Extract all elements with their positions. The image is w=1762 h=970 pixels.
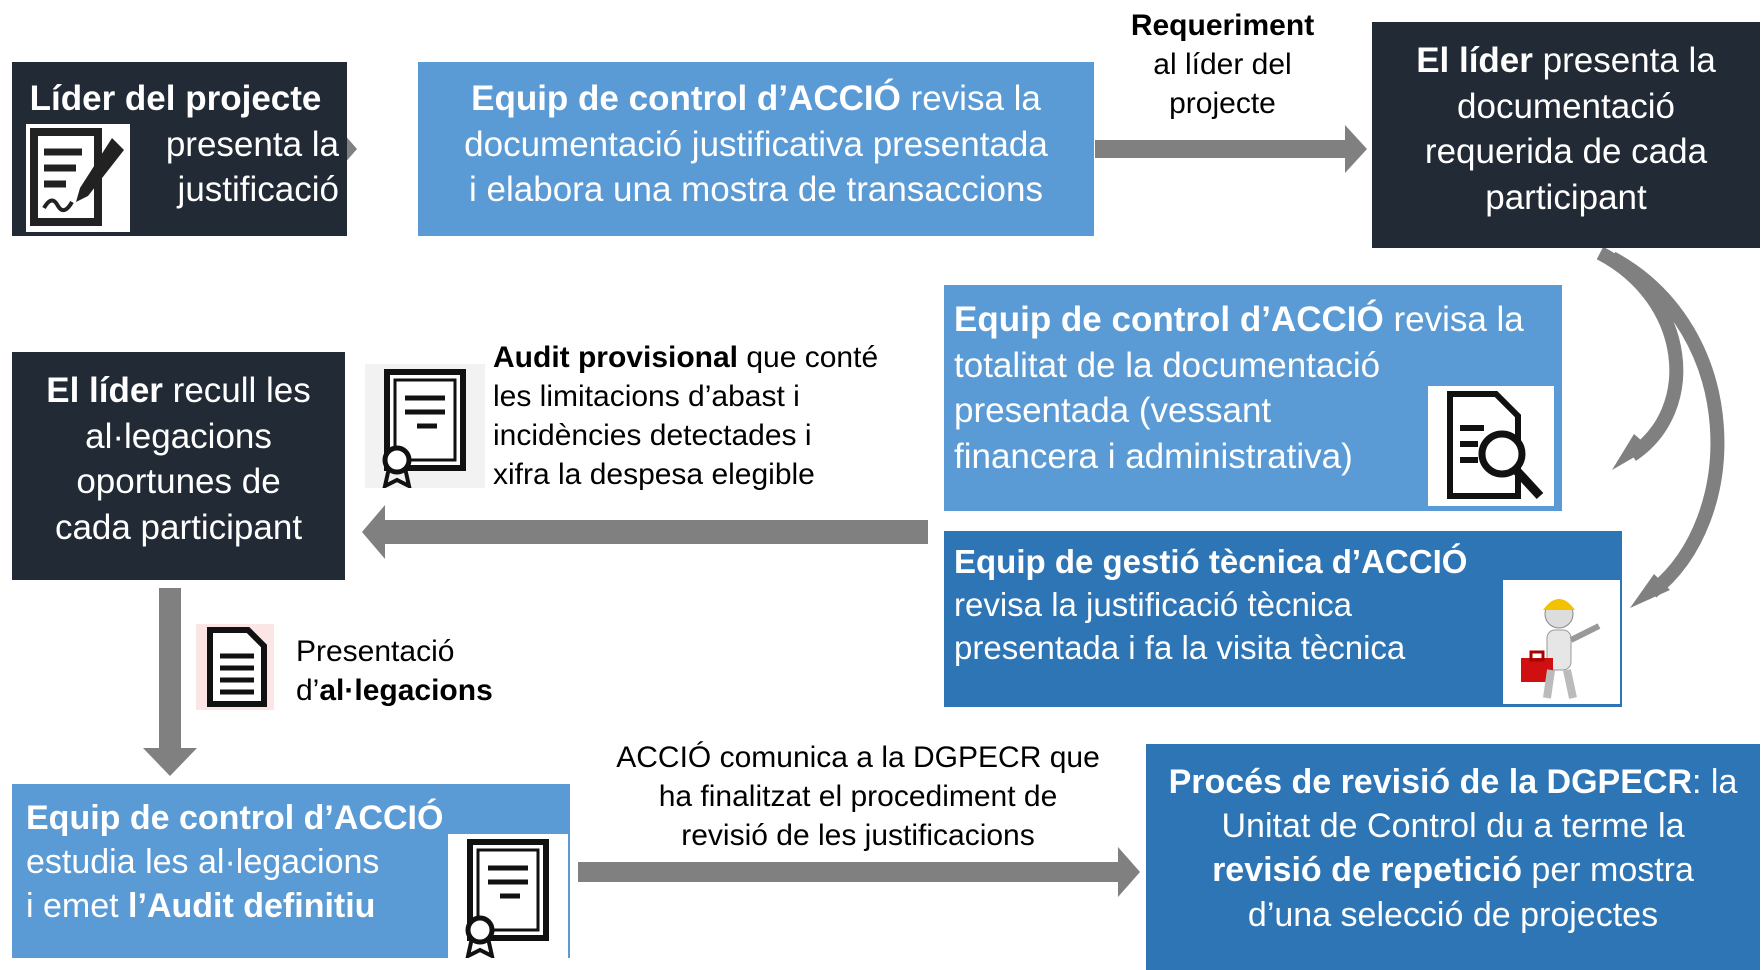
- box8-line2: Unitat de Control du a terme la: [1221, 807, 1685, 846]
- requirement-line3: projecte: [1169, 87, 1276, 120]
- requirement-caption: Requeriment al líder del projecte: [1105, 6, 1340, 123]
- control-team-review-box: Equip de control d’ACCIÓ revisa la docum…: [418, 62, 1094, 236]
- box4-line4: financera i administrativa): [954, 436, 1353, 476]
- box6-line4: cada participant: [54, 507, 303, 547]
- box8-rest3: per mostra: [1521, 851, 1694, 890]
- certificate-icon: [365, 364, 485, 490]
- box7-title: Equip de control d’ACCIÓ: [26, 799, 444, 837]
- box4-rest: revisa la: [1383, 300, 1524, 339]
- box6-rest: recull les: [162, 371, 311, 410]
- box5-title: Equip de gestió tècnica d’ACCIÓ: [954, 543, 1468, 580]
- box6-title: El líder: [46, 371, 163, 410]
- document-search-icon: [1428, 386, 1554, 506]
- box1-line2: presenta la: [165, 124, 339, 164]
- audit-line4: xifra la despesa elegible: [493, 458, 815, 491]
- box8-line4: d’una selecció de projectes: [1247, 895, 1659, 934]
- box5-line2: revisa la justificació tècnica: [954, 585, 1352, 623]
- arrow-provisional-audit: [362, 505, 928, 559]
- curved-arrow-to-technical-review: [1608, 251, 1725, 598]
- box8-title: Procés de revisió de la DGPECR: [1168, 763, 1693, 801]
- audit-line3: incidències detectades i: [493, 419, 812, 452]
- requirement-title: Requeriment: [1130, 9, 1315, 42]
- box7-prefix: i emet: [26, 887, 129, 926]
- allegations-presentation-caption: Presentació d’al·legacions: [296, 632, 526, 710]
- box7-bold: l’Audit definitiu: [128, 887, 376, 926]
- audit-rest: que conté: [738, 341, 879, 374]
- box2-title: Equip de control d’ACCIÓ: [471, 79, 901, 118]
- presentation-line1: Presentació: [296, 635, 455, 668]
- box2-rest: revisa la: [900, 79, 1041, 118]
- leader-collects-allegations-box: El líder recull les al·legacions oportun…: [12, 352, 345, 580]
- audit-line2: les limitacions d’abast i: [493, 380, 800, 413]
- document-list-icon: [196, 624, 274, 710]
- presentation-prefix: d’: [296, 674, 320, 707]
- box2-line3: i elabora una mostra de transaccions: [469, 170, 1043, 209]
- communication-line1: ACCIÓ comunica a la DGPECR que: [616, 741, 1100, 774]
- box8-rest: : la: [1692, 763, 1738, 801]
- arrow-communication: [578, 847, 1140, 897]
- box3-rest: presenta la: [1532, 41, 1716, 80]
- box4-line3: presentada (vessant: [954, 391, 1272, 430]
- requirement-line2: al líder del: [1153, 48, 1292, 81]
- arrow-requirement: [1095, 125, 1367, 173]
- box2-line2: documentació justificativa presentada: [464, 124, 1048, 164]
- provisional-audit-caption: Audit provisional que conté les limitaci…: [493, 338, 933, 494]
- dgpecr-review-process-box: Procés de revisió de la DGPECR: la Unita…: [1146, 744, 1760, 970]
- signed-document-icon: [26, 124, 130, 232]
- box3-title: El líder: [1416, 41, 1533, 80]
- curved-arrowhead-technical: [1630, 574, 1670, 608]
- box3-line3: requerida de cada: [1424, 132, 1708, 171]
- box5-line3: presentada i fa la visita tècnica: [954, 628, 1406, 666]
- box7-line2: estudia les al·legacions: [26, 843, 380, 882]
- leader-presents-justification-box: Líder del projecte presenta la justifica…: [12, 62, 347, 236]
- communication-line2: ha finalitzat el procediment de: [658, 780, 1058, 813]
- arrow-allegations: [143, 588, 197, 776]
- box1-line3: justificació: [177, 170, 339, 209]
- box3-line4: participant: [1485, 177, 1647, 217]
- audit-title: Audit provisional: [493, 341, 739, 374]
- communication-line3: revisió de les justificacions: [681, 819, 1035, 852]
- leader-presents-documentation-box: El líder presenta la documentació requer…: [1372, 22, 1760, 248]
- box4-line2: totalitat de la documentació: [954, 345, 1381, 385]
- leader-title: Líder del projecte: [29, 79, 322, 118]
- box6-line3: oportunes de: [76, 462, 281, 501]
- certificate-icon: [448, 834, 568, 960]
- curved-arrowhead-financial: [1612, 434, 1650, 470]
- presentation-bold: al·legacions: [319, 674, 493, 707]
- technician-icon: [1503, 580, 1620, 704]
- box8-bold3: revisió de repetició: [1212, 851, 1522, 890]
- communication-caption: ACCIÓ comunica a la DGPECR que ha finali…: [578, 738, 1138, 855]
- box6-line2: al·legacions: [85, 416, 272, 456]
- box3-line2: documentació: [1457, 86, 1675, 126]
- box4-title: Equip de control d’ACCIÓ: [954, 300, 1384, 339]
